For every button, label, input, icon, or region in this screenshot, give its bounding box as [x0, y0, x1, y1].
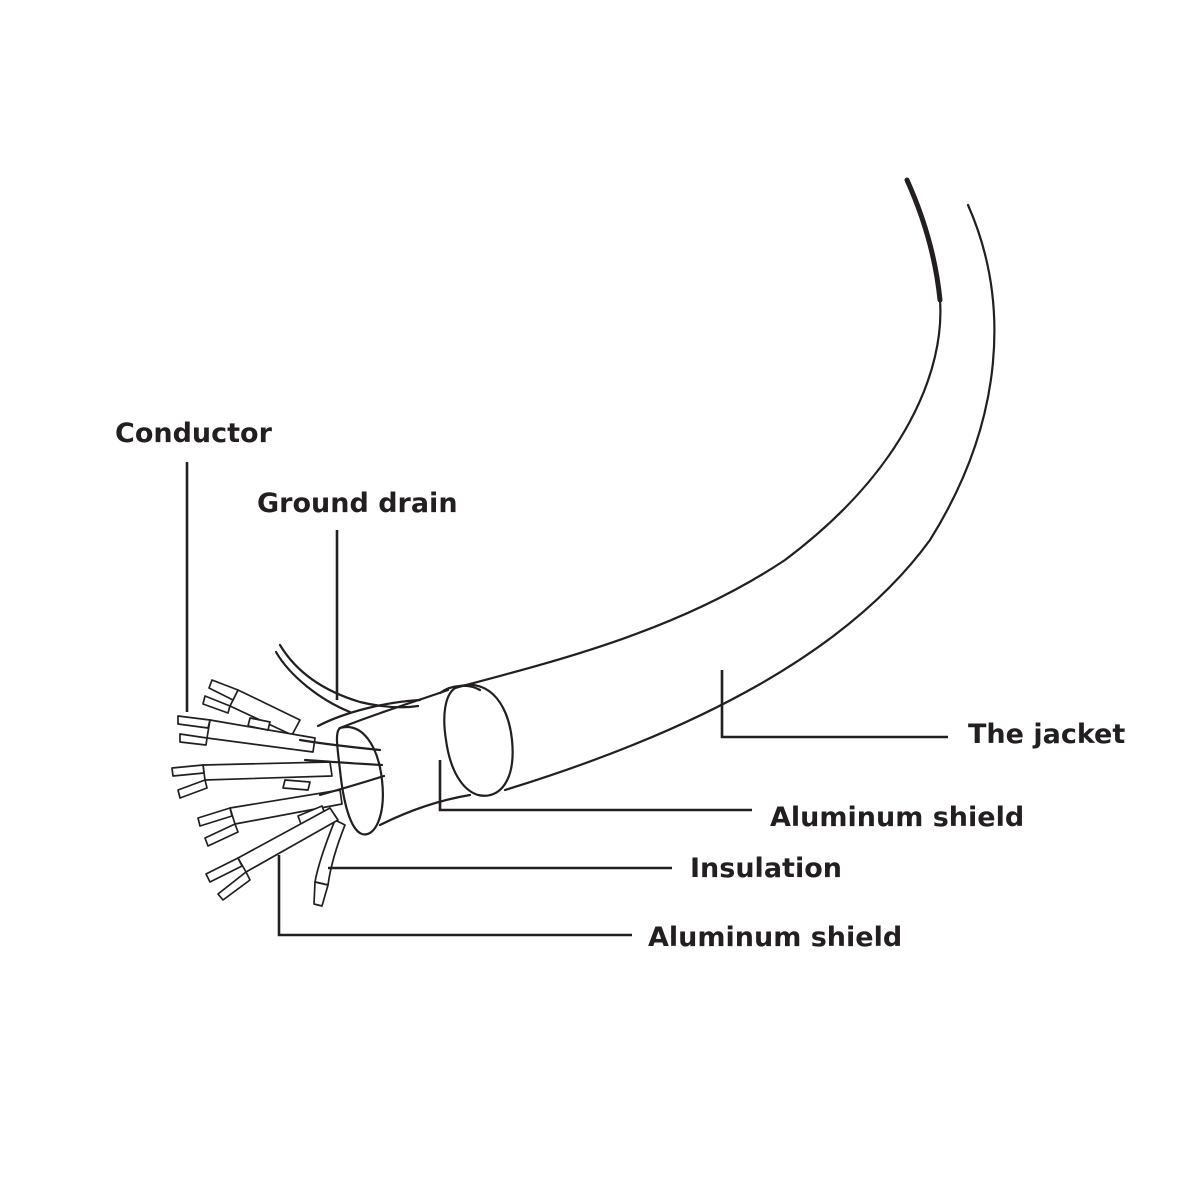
- pair-5-jacket: [237, 807, 339, 873]
- ground-drain-wire: [274, 643, 420, 714]
- shield-top-edge: [338, 688, 450, 730]
- pair-4-jacket: [229, 789, 343, 825]
- pair-1-conductor-b: [202, 695, 231, 714]
- jacket-opening: [443, 683, 514, 797]
- leader-jacket: [720, 670, 948, 739]
- label-insulation: Insulation: [690, 853, 842, 884]
- jacket-edge-bottom: [503, 203, 996, 792]
- leader-lines: [185, 462, 948, 937]
- shield-bottom-edge: [378, 793, 472, 827]
- pair-3-small: [282, 779, 311, 791]
- insulated-wire-tip: [313, 881, 329, 907]
- pair-4-conductor-a: [197, 807, 233, 827]
- pair-3-jacket: [202, 761, 333, 781]
- pair-3-conductor-a: [171, 764, 205, 777]
- conductor-pair-4: [197, 789, 343, 847]
- pair-5-conductor-b: [217, 871, 251, 901]
- pair-1-conductor-a: [208, 679, 239, 701]
- pair-4-conductor-b: [204, 823, 239, 847]
- leader-aluminum-shield-inner: [277, 855, 632, 937]
- drain-wire-upper: [278, 643, 420, 709]
- label-jacket: The jacket: [968, 719, 1125, 750]
- shield-foil-flap: [316, 698, 422, 728]
- conductor-pair-1: [202, 679, 301, 736]
- conductor-pair-5: [205, 807, 339, 901]
- pair-2-small: [247, 717, 271, 731]
- jacket-edge-top: [453, 298, 942, 690]
- drain-wire-lower: [274, 650, 352, 714]
- label-ground-drain: Ground drain: [257, 488, 458, 519]
- conductor-pair-2: [177, 715, 316, 753]
- leader-aluminum-shield-outer: [438, 760, 752, 812]
- pair-2-jacket: [206, 719, 316, 753]
- jacket-edge-top-thick: [904, 177, 943, 303]
- conductor-bundle: [171, 679, 386, 901]
- pair-3-conductor-b: [177, 779, 208, 799]
- label-aluminum-shield-outer: Aluminum shield: [770, 802, 1024, 833]
- loose-strands: [298, 738, 386, 797]
- pair-2-conductor-b: [179, 733, 208, 746]
- conductor-pair-3: [171, 761, 333, 799]
- shield-cut-ring: [335, 725, 384, 836]
- cable-jacket: [438, 177, 996, 797]
- pair-2-conductor-a: [177, 715, 211, 729]
- labels: Conductor Ground drain The jacket Alumin…: [115, 418, 1125, 953]
- pair-5-conductor-a: [205, 857, 243, 883]
- insulated-wire: [313, 819, 346, 907]
- label-conductor: Conductor: [115, 418, 273, 449]
- label-aluminum-shield-inner: Aluminum shield: [648, 922, 902, 953]
- jacket-opening-inner: [438, 684, 482, 695]
